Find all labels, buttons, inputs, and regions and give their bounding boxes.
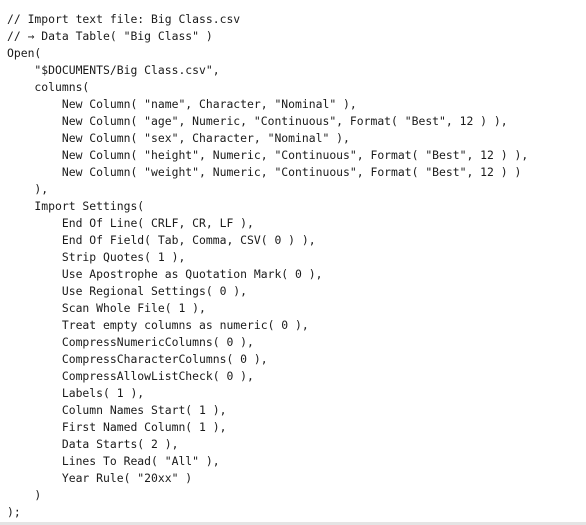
code-line[interactable]: Open( — [7, 46, 42, 60]
code-line[interactable]: columns( — [7, 80, 90, 94]
code-line[interactable]: End Of Line( CRLF, CR, LF ), — [7, 216, 254, 230]
code-line[interactable]: CompressCharacterColumns( 0 ), — [7, 352, 268, 366]
code-line[interactable]: New Column( "sex", Character, "Nominal" … — [7, 131, 350, 145]
code-line[interactable]: Strip Quotes( 1 ), — [7, 250, 186, 264]
horizontal-scrollbar[interactable] — [0, 522, 586, 525]
code-area[interactable]: // Import text file: Big Class.csv // → D… — [7, 11, 528, 521]
code-line[interactable]: "$DOCUMENTS/Big Class.csv", — [7, 63, 220, 77]
code-line[interactable]: Data Starts( 2 ), — [7, 437, 179, 451]
code-line[interactable]: ), — [7, 182, 49, 196]
code-line[interactable]: Import Settings( — [7, 199, 145, 213]
code-line[interactable]: ); — [7, 505, 21, 519]
code-line[interactable]: Year Rule( "20xx" ) — [7, 471, 193, 485]
code-line[interactable]: New Column( "name", Character, "Nominal"… — [7, 97, 357, 111]
code-line[interactable]: New Column( "weight", Numeric, "Continuo… — [7, 165, 522, 179]
code-line[interactable]: New Column( "height", Numeric, "Continuo… — [7, 148, 529, 162]
code-line[interactable]: Use Apostrophe as Quotation Mark( 0 ), — [7, 267, 323, 281]
code-line[interactable]: ) — [7, 488, 42, 502]
code-line[interactable]: // → Data Table( "Big Class" ) — [7, 29, 213, 43]
code-line[interactable]: Labels( 1 ), — [7, 386, 145, 400]
code-line[interactable]: // Import text file: Big Class.csv — [7, 12, 241, 26]
code-line[interactable]: Lines To Read( "All" ), — [7, 454, 220, 468]
code-line[interactable]: End Of Field( Tab, Comma, CSV( 0 ) ), — [7, 233, 316, 247]
code-line[interactable]: CompressAllowListCheck( 0 ), — [7, 369, 254, 383]
code-line[interactable]: First Named Column( 1 ), — [7, 420, 227, 434]
code-line[interactable]: Scan Whole File( 1 ), — [7, 301, 206, 315]
code-line[interactable]: CompressNumericColumns( 0 ), — [7, 335, 254, 349]
code-line[interactable]: New Column( "age", Numeric, "Continuous"… — [7, 114, 508, 128]
code-line[interactable]: Use Regional Settings( 0 ), — [7, 284, 248, 298]
code-line[interactable]: Column Names Start( 1 ), — [7, 403, 227, 417]
code-line[interactable]: Treat empty columns as numeric( 0 ), — [7, 318, 309, 332]
